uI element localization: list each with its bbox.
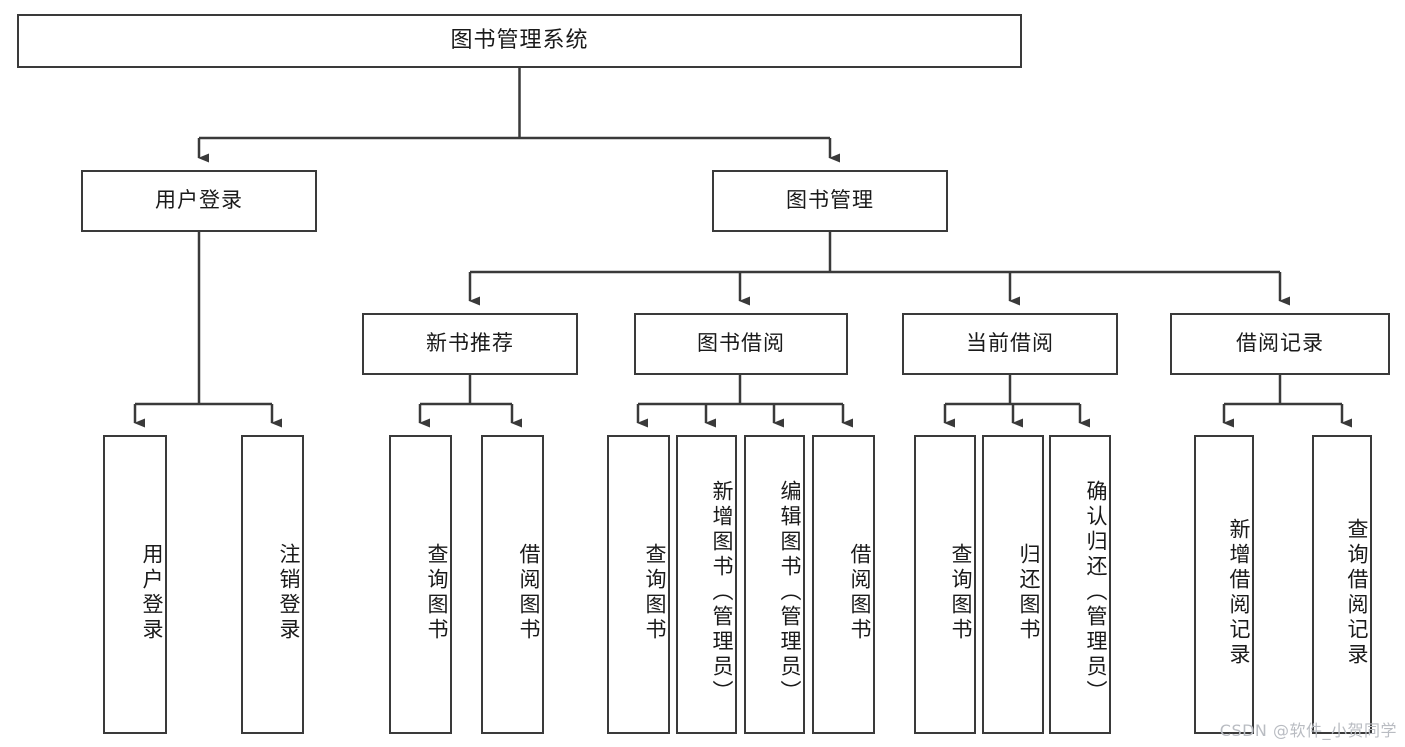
node-book-management[interactable]: 图书管理 [712, 170, 948, 232]
leaf-record-query-label: 查询借阅记录 [1345, 517, 1369, 668]
leaf-user-login-signin-label: 用户登录 [140, 542, 164, 643]
leaf-borrow-borrow-book[interactable]: 借阅图书 [812, 435, 875, 734]
leaf-current-query-book-label: 查询图书 [949, 542, 973, 643]
node-current-borrow[interactable]: 当前借阅 [902, 313, 1118, 375]
leaf-record-add[interactable]: 新增借阅记录 [1194, 435, 1254, 734]
leaf-borrow-query-book[interactable]: 查询图书 [607, 435, 670, 734]
node-book-management-label: 图书管理 [786, 188, 874, 213]
leaf-borrow-edit-book[interactable]: 编辑图书（管理员） [744, 435, 805, 734]
leaf-user-login-signout-label: 注销登录 [277, 542, 301, 643]
leaf-new-book-query[interactable]: 查询图书 [389, 435, 452, 734]
node-user-login-label: 用户登录 [155, 188, 243, 213]
node-new-book-recommend-label: 新书推荐 [426, 331, 514, 356]
leaf-record-query[interactable]: 查询借阅记录 [1312, 435, 1372, 734]
node-root-system[interactable]: 图书管理系统 [17, 14, 1022, 68]
leaf-new-book-query-label: 查询图书 [425, 542, 449, 643]
node-current-borrow-label: 当前借阅 [966, 331, 1054, 356]
leaf-borrow-add-book[interactable]: 新增图书（管理员） [676, 435, 737, 734]
leaf-borrow-edit-book-label: 编辑图书（管理员） [778, 480, 802, 705]
node-new-book-recommend[interactable]: 新书推荐 [362, 313, 578, 375]
csdn-watermark: CSDN @软件_小贺同学 [1219, 721, 1397, 740]
node-book-borrow-label: 图书借阅 [697, 331, 785, 356]
leaf-current-query-book[interactable]: 查询图书 [914, 435, 976, 734]
leaf-current-return-book-label: 归还图书 [1017, 542, 1041, 643]
leaf-user-login-signout[interactable]: 注销登录 [241, 435, 304, 734]
leaf-record-add-label: 新增借阅记录 [1227, 517, 1251, 668]
node-user-login[interactable]: 用户登录 [81, 170, 317, 232]
node-book-borrow[interactable]: 图书借阅 [634, 313, 848, 375]
node-root-label: 图书管理系统 [450, 27, 589, 53]
leaf-current-return-book[interactable]: 归还图书 [982, 435, 1044, 734]
leaf-borrow-borrow-book-label: 借阅图书 [848, 542, 872, 643]
leaf-current-confirm-return[interactable]: 确认归还（管理员） [1049, 435, 1111, 734]
leaf-borrow-add-book-label: 新增图书（管理员） [710, 480, 734, 705]
node-borrow-record[interactable]: 借阅记录 [1170, 313, 1390, 375]
leaf-borrow-query-book-label: 查询图书 [643, 542, 667, 643]
node-borrow-record-label: 借阅记录 [1236, 331, 1324, 356]
leaf-user-login-signin[interactable]: 用户登录 [103, 435, 167, 734]
leaf-new-book-borrow-label: 借阅图书 [517, 542, 541, 643]
leaf-current-confirm-return-label: 确认归还（管理员） [1084, 480, 1108, 705]
leaf-new-book-borrow[interactable]: 借阅图书 [481, 435, 544, 734]
